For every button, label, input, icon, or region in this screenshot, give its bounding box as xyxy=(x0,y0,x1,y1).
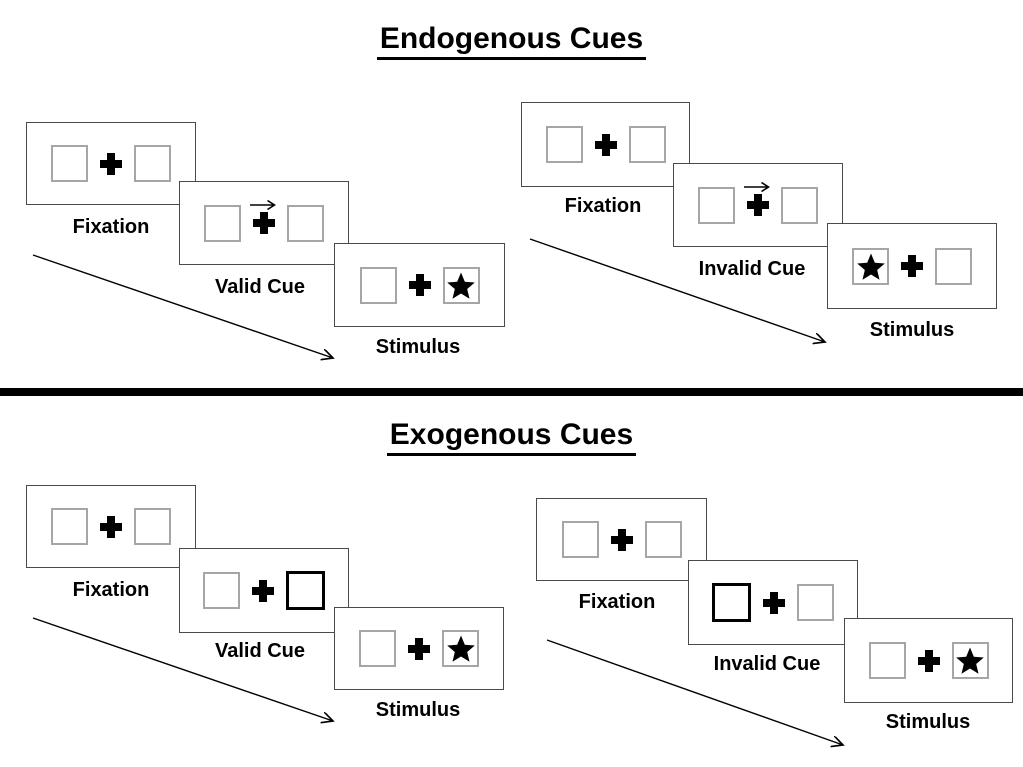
exogenous-invalid-fixation-panel xyxy=(536,498,707,581)
panel-label: Invalid Cue xyxy=(698,258,806,280)
left-box xyxy=(545,126,583,163)
exogenous-valid-cue-panel xyxy=(179,548,349,633)
right-box xyxy=(644,521,682,558)
right-box xyxy=(951,642,989,679)
exogenous-section-title: Exogenous Cues xyxy=(0,418,1023,456)
panel-label: Stimulus xyxy=(869,319,955,341)
panel-label: Fixation xyxy=(72,216,150,238)
star-icon xyxy=(856,253,885,280)
left-box xyxy=(204,204,241,242)
right-box xyxy=(628,126,666,163)
panel-label: Stimulus xyxy=(885,711,971,733)
left-box xyxy=(51,145,88,182)
left-box xyxy=(203,572,240,609)
right-box xyxy=(797,584,834,621)
fixation-cross-icon xyxy=(408,274,431,296)
left-box xyxy=(852,247,889,285)
right-box xyxy=(134,145,171,182)
exogenous-valid-stimulus-panel xyxy=(334,607,504,690)
panel-label: Valid Cue xyxy=(214,640,306,662)
endogenous-invalid-fixation-panel xyxy=(521,102,690,187)
panel-label: Stimulus xyxy=(375,336,461,358)
exogenous-invalid-cue-panel xyxy=(688,560,858,645)
panel-label: Fixation xyxy=(578,591,656,613)
endogenous-invalid-stimulus-panel xyxy=(827,223,997,309)
trial-sequence-arrow-icon xyxy=(529,238,835,352)
endogenous-invalid-cue-panel xyxy=(673,163,843,247)
panel-label: Fixation xyxy=(564,195,642,217)
left-box-highlight-cue xyxy=(712,583,751,622)
star-icon xyxy=(956,647,984,674)
star-icon xyxy=(446,635,475,662)
left-box xyxy=(561,521,599,558)
fixation-cross-icon xyxy=(917,649,940,672)
right-box xyxy=(442,630,479,667)
left-box xyxy=(698,186,735,224)
left-box xyxy=(359,266,397,304)
exogenous-valid-fixation-panel xyxy=(26,485,196,568)
fixation-cross-icon xyxy=(252,579,274,602)
right-box xyxy=(134,508,171,545)
panel-label: Valid Cue xyxy=(214,276,306,298)
endogenous-valid-cue-panel xyxy=(179,181,349,265)
right-box xyxy=(781,186,818,224)
left-box xyxy=(51,508,88,545)
fixation-cross-icon xyxy=(901,255,923,277)
endogenous-valid-fixation-panel xyxy=(26,122,196,205)
right-box-highlight-cue xyxy=(286,571,325,610)
left-box xyxy=(868,642,906,679)
section-divider xyxy=(0,388,1023,396)
right-box xyxy=(287,204,324,242)
endogenous-section-title: Endogenous Cues xyxy=(0,22,1023,60)
right-arrow-cue-icon xyxy=(250,199,276,211)
fixation-cross-icon xyxy=(100,515,122,538)
exogenous-invalid-stimulus-panel xyxy=(844,618,1013,703)
fixation-cross-icon xyxy=(100,152,122,175)
right-box xyxy=(935,247,972,285)
fixation-cross-icon xyxy=(763,591,785,614)
trial-sequence-arrow-icon xyxy=(546,639,853,755)
star-icon xyxy=(447,272,475,299)
fixation-cross-icon xyxy=(747,194,769,216)
endogenous-valid-stimulus-panel xyxy=(334,243,505,327)
fixation-cross-icon xyxy=(408,637,430,660)
left-box xyxy=(359,630,396,667)
right-box xyxy=(442,266,480,304)
fixation-cross-icon xyxy=(610,528,633,551)
right-arrow-cue-icon xyxy=(744,181,770,193)
panel-label: Fixation xyxy=(72,579,150,601)
fixation-cross-icon xyxy=(594,133,617,156)
panel-label: Stimulus xyxy=(375,699,461,721)
fixation-cross-icon xyxy=(253,212,275,234)
panel-label: Invalid Cue xyxy=(713,653,821,675)
